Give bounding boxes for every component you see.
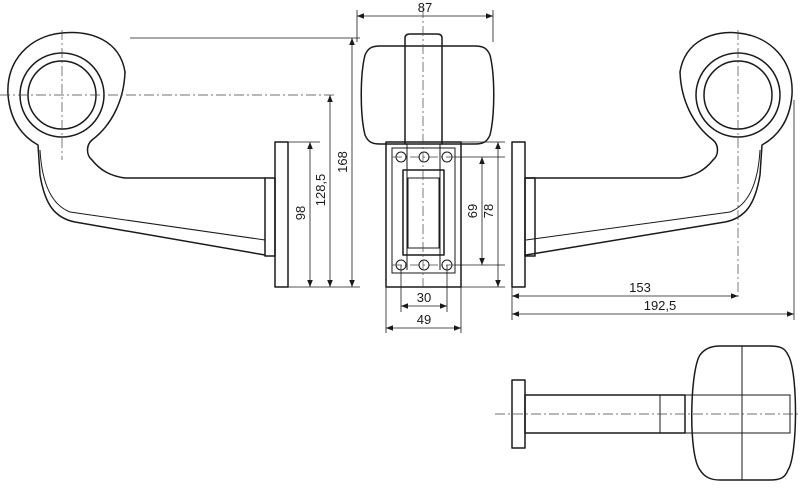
dim-top-width: 87 (418, 0, 432, 15)
dim-base-height: 78 (481, 204, 496, 218)
dim-hole-spacing-v: 69 (465, 204, 480, 218)
front-view (360, 8, 495, 290)
dim-total-reach: 192,5 (644, 298, 677, 313)
dim-height-total: 168 (335, 151, 350, 173)
dimension-lines (130, 10, 795, 333)
right-arm-view (511, 30, 793, 300)
dim-base-width: 49 (417, 312, 431, 327)
side-view (495, 345, 800, 481)
dim-hole-spacing-h: 30 (417, 290, 431, 305)
dim-height-base: 98 (293, 206, 308, 220)
left-arm-view (0, 30, 335, 288)
dim-height-mid: 128,5 (313, 174, 328, 207)
dimension-labels: 87 168 128,5 98 69 78 30 49 153 192,5 (293, 0, 676, 327)
dim-arm-reach: 153 (629, 280, 651, 295)
